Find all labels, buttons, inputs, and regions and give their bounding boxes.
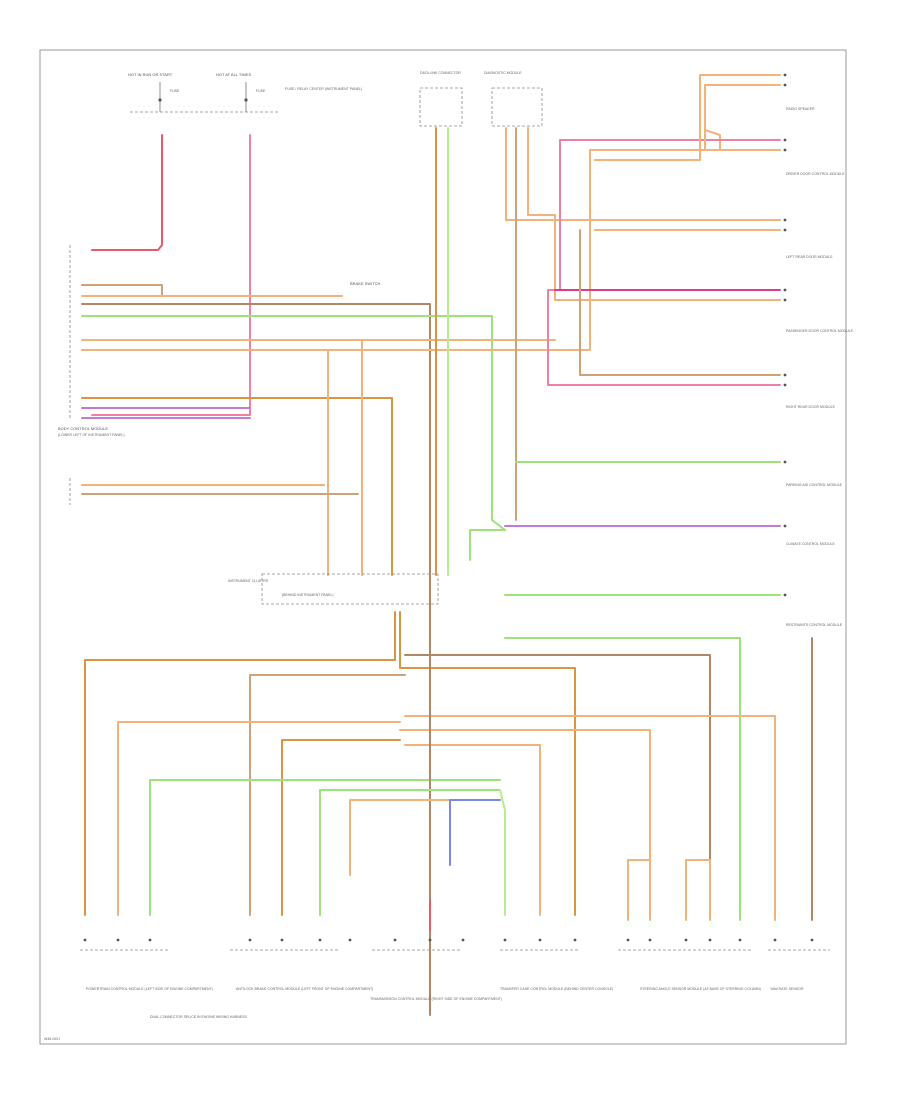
label-fuse-2: FUSE — [256, 89, 266, 93]
wire-orange-right-2 — [704, 84, 781, 151]
label-brake-switch: BRAKE SWITCH — [350, 281, 381, 286]
label-driver-door-module: DRIVER DOOR CONTROL MODULE — [786, 172, 845, 176]
label-data-link-connector: DATA LINK CONNECTOR — [420, 71, 461, 75]
wire-orange-right-1 — [594, 74, 781, 161]
wire-trunk-orange-1 — [84, 611, 396, 916]
label-transmission-control-module: TRANSMISSION CONTROL MODULE (RIGHT SIDE … — [370, 997, 502, 1001]
fuse-1-symbol — [158, 82, 162, 112]
wire-trunk-green-3 — [499, 789, 506, 916]
label-right-rear-door-module: RIGHT REAR DOOR MODULE — [786, 405, 836, 409]
label-hot-in-run: HOT IN RUN OR START — [128, 72, 173, 77]
label-parking-aid-module: PARKING AID CONTROL MODULE — [786, 483, 843, 487]
label-instrument-cluster-sub: (BEHIND INSTRUMENT PANEL) — [282, 593, 334, 597]
wire-bcm-tan-1 — [81, 284, 163, 296]
wire-green-restraints — [469, 529, 506, 561]
splice-connectors — [627, 859, 711, 921]
label-radio-speaker: RADIO SPEAKER — [786, 107, 815, 111]
wire-pink-loop — [547, 139, 781, 386]
label-body-control-module: BODY CONTROL MODULE — [58, 426, 108, 431]
wire-trunk-orange-7 — [404, 744, 541, 916]
label-steering-angle-sensor: STEERING ANGLE SENSOR MODULE (AT BASE OF… — [640, 987, 761, 991]
data-link-connector-box — [419, 87, 463, 127]
instrument-cluster-box — [261, 573, 439, 605]
wire-dm-orange-2 — [527, 127, 781, 301]
wire-fuse1-red — [91, 134, 163, 251]
fuse-2-symbol — [244, 82, 248, 112]
label-fuse-panel: FUSE / RELAY CENTER (INSTRUMENT PANEL) — [285, 87, 362, 91]
wire-trunk-orange-4 — [399, 729, 651, 861]
wire-trunk-green-2 — [319, 789, 501, 916]
label-antilock-brake-module: ANTILOCK BRAKE CONTROL MODULE (LEFT FRON… — [236, 987, 373, 991]
label-yaw-rate-sensor: YAW RATE SENSOR — [770, 987, 804, 991]
wire-trunk-orange-5 — [404, 715, 776, 921]
label-passenger-door-module: PASSENGER DOOR CONTROL MODULE — [786, 329, 854, 333]
wire-trunk-orange-3 — [117, 721, 401, 916]
wire-tan-right-1 — [579, 229, 781, 376]
label-left-rear-door-module: LEFT REAR DOOR MODULE — [786, 255, 833, 259]
label-fuse-1: FUSE — [170, 89, 180, 93]
diagram-frame — [39, 49, 847, 1045]
label-restraints-control-module: RESTRAINTS CONTROL MODULE — [786, 623, 843, 627]
right-connector-pins — [783, 73, 787, 597]
label-powertrain-control-module: POWERTRAIN CONTROL MODULE (LEFT SIDE OF … — [86, 987, 213, 991]
wire-trunk-orange-8 — [349, 799, 501, 876]
wire-bcm-green-1 — [81, 315, 506, 531]
wire-trunk-orange-6 — [281, 739, 401, 916]
wire-bcm-orange-4 — [81, 397, 393, 576]
wire-dm-orange-1 — [505, 127, 781, 221]
wire-trunk-blue — [449, 799, 501, 866]
wire-trunk-tan-1 — [404, 654, 711, 861]
wire-trunk-orange-2 — [399, 611, 576, 916]
label-climate-control-module: CLIMATE CONTROL MODULE — [786, 542, 835, 546]
label-diagnostic-module: DIAGNOSTIC MODULE — [484, 71, 522, 75]
wire-trunk-green-1 — [149, 779, 501, 916]
bottom-connector-pins — [83, 938, 814, 942]
label-transfer-case-module: TRANSFER CASE CONTROL MODULE (BEHIND CEN… — [500, 987, 613, 991]
wire-green-restraints-3 — [504, 637, 741, 921]
diagnostic-module-box — [491, 87, 543, 127]
label-footnote: DUAL CONNECTOR SPLICE IN ENGINE WIRING H… — [150, 1015, 248, 1019]
label-instrument-cluster: INSTRUMENT CLUSTER — [228, 579, 269, 583]
wire-trunk-tan-2 — [249, 674, 406, 916]
label-figure-id: W38-0001 — [44, 1037, 60, 1041]
wire-fuse2-pink — [91, 134, 251, 416]
label-body-control-module-sub: (LOWER LEFT OF INSTRUMENT PANEL) — [58, 433, 125, 437]
label-hot-at-all-times: HOT AT ALL TIMES — [216, 72, 251, 77]
